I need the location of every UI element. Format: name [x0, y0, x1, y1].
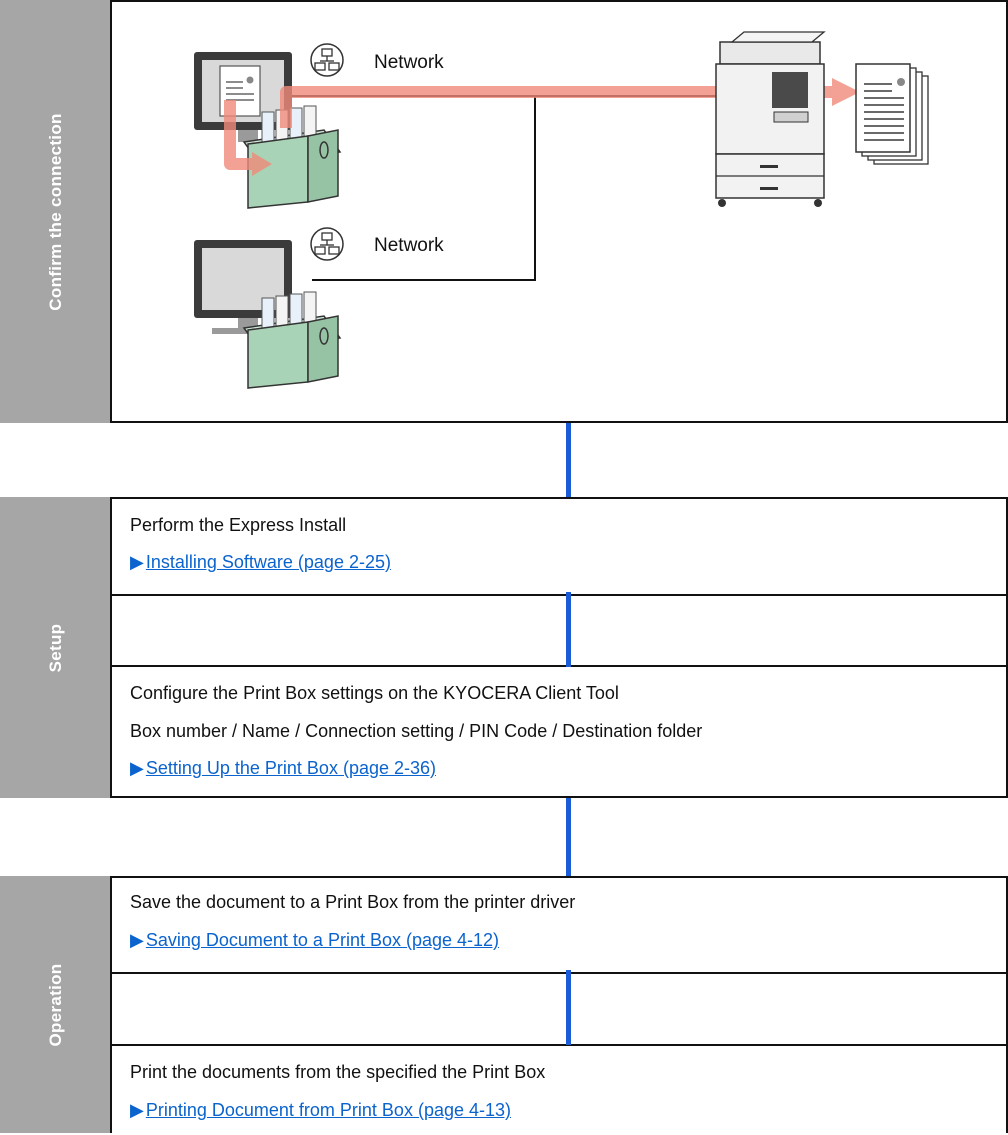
operation-spacer — [112, 972, 1006, 1044]
doc-icon-avatar — [246, 76, 254, 84]
setup-step-1: Perform the Express Install ▶Installing … — [112, 499, 1006, 594]
setup-step-2-link-label: Setting Up the Print Box (page 2-36) — [145, 758, 437, 778]
setup-step-2: Configure the Print Box settings on the … — [112, 665, 1006, 796]
operation-step-1-link-label: Saving Document to a Print Box (page 4-1… — [145, 930, 500, 950]
operation-side-panel: Operation — [0, 876, 112, 1133]
operation-step-2: Print the documents from the specified t… — [112, 1044, 1006, 1135]
computer-icon-1 — [194, 52, 292, 142]
operation-step-1-text: Save the document to a Print Box from th… — [130, 892, 576, 912]
setup-internal-connector — [566, 592, 571, 667]
setup-step-2-text-2: Box number / Name / Connection setting /… — [130, 721, 703, 741]
network-icon-2 — [310, 227, 344, 261]
operation-step-1: Save the document to a Print Box from th… — [112, 878, 1006, 972]
setup-section-label: Setup — [46, 623, 65, 672]
setup-step-2-text-1: Configure the Print Box settings on the … — [130, 683, 619, 703]
flow-connector-1 — [566, 423, 571, 497]
print-flow-arrow — [224, 78, 860, 176]
setup-side-panel: Setup — [0, 497, 112, 798]
flow-connector-2 — [566, 798, 571, 876]
network-label-2: Network — [374, 235, 444, 256]
link-arrow-icon: ▶ — [130, 930, 144, 950]
operation-step-2-link[interactable]: ▶Printing Document from Print Box (page … — [130, 1100, 511, 1121]
operation-section: Operation Save the document to a Print B… — [0, 876, 1008, 1133]
setup-section: Setup Perform the Express Install ▶Insta… — [0, 497, 1008, 798]
storage-box-icon-2 — [242, 291, 342, 389]
storage-box-icon-1 — [242, 105, 342, 209]
network-wire-bottom — [312, 96, 536, 281]
network-diagram: Network — [194, 31, 929, 389]
connection-section: Confirm the connection — [0, 0, 1008, 423]
operation-step-2-text: Print the documents from the specified t… — [130, 1062, 546, 1082]
link-arrow-icon: ▶ — [130, 758, 144, 778]
network-label-1: Network — [374, 52, 444, 73]
link-arrow-icon: ▶ — [130, 1100, 144, 1120]
operation-section-label: Operation — [46, 963, 65, 1046]
printer-icon — [715, 31, 826, 207]
connection-side-panel: Confirm the connection — [0, 0, 112, 423]
connection-section-label: Confirm the connection — [46, 112, 65, 311]
operation-step-1-link[interactable]: ▶Saving Document to a Print Box (page 4-… — [130, 930, 499, 951]
link-arrow-icon: ▶ — [130, 552, 144, 572]
network-icon-1 — [310, 43, 344, 77]
setup-step-1-link[interactable]: ▶Installing Software (page 2-25) — [130, 552, 391, 573]
setup-step-1-link-label: Installing Software (page 2-25) — [145, 552, 391, 572]
operation-internal-connector — [566, 970, 571, 1045]
setup-step-2-link[interactable]: ▶Setting Up the Print Box (page 2-36) — [130, 758, 436, 779]
setup-step-1-text: Perform the Express Install — [130, 515, 347, 535]
operation-step-2-link-label: Printing Document from Print Box (page 4… — [145, 1100, 512, 1120]
setup-spacer — [112, 594, 1006, 665]
printed-pages-icon — [855, 63, 929, 165]
